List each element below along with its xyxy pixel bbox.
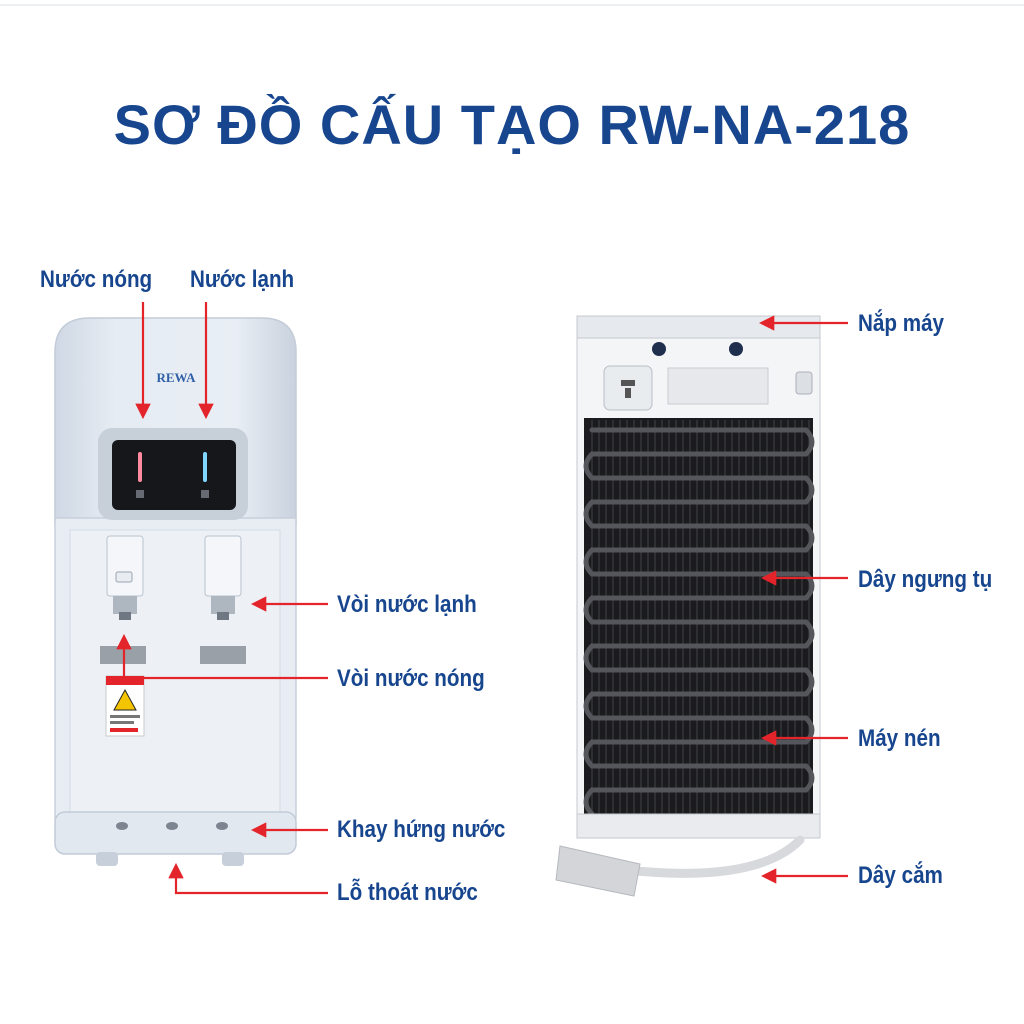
- label-compressor: Máy nén: [858, 725, 941, 752]
- label-cold-water: Nước lạnh: [190, 266, 295, 293]
- power-plug: [555, 845, 641, 897]
- cold-indicator: [203, 452, 207, 482]
- brand-logo: REWA: [156, 370, 196, 385]
- label-drain-hole: Lỗ thoát nước: [337, 879, 478, 906]
- label-hot-water: Nước nóng: [40, 266, 153, 293]
- hot-indicator: [138, 452, 142, 482]
- diagram-title: SƠ ĐỒ CẤU TẠO RW-NA-218: [113, 93, 911, 156]
- label-top-cover: Nắp máy: [858, 310, 945, 337]
- label-cold-tap: Vòi nước lạnh: [337, 591, 477, 618]
- drip-tray: [54, 811, 297, 855]
- cold-button[interactable]: [201, 490, 209, 498]
- hot-tap[interactable]: [106, 535, 144, 597]
- label-condenser: Dây ngưng tụ: [858, 566, 993, 593]
- callout-arrows: [116, 302, 848, 895]
- label-hot-tap: Vòi nước nóng: [337, 665, 485, 692]
- warning-sticker: [105, 675, 145, 737]
- top-cover: [576, 315, 821, 339]
- cold-grill: [200, 646, 246, 664]
- front-dispenser: REWA: [54, 317, 297, 866]
- label-drip-tray: Khay hứng nước: [337, 816, 506, 843]
- condenser-coil: [584, 418, 813, 816]
- label-power-cord: Dây cắm: [858, 862, 943, 889]
- back-dispenser: [555, 315, 821, 897]
- hot-button[interactable]: [136, 490, 144, 498]
- cold-tap[interactable]: [204, 535, 242, 597]
- top-divider: [0, 4, 1024, 6]
